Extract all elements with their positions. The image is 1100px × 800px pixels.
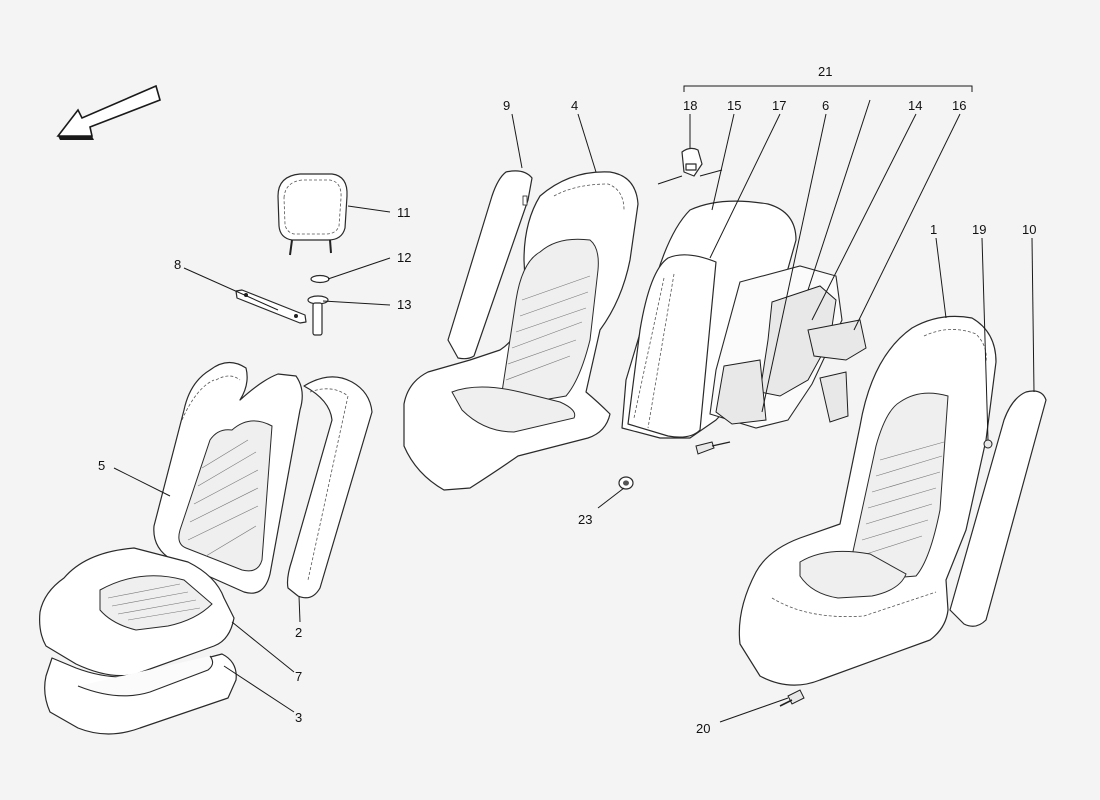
callout-9: 9 — [503, 98, 510, 113]
callout-5: 5 — [98, 458, 105, 473]
backrest-cover-left — [153, 361, 303, 594]
callout-10: 10 — [1022, 222, 1036, 237]
callout-16: 16 — [952, 98, 966, 113]
rear-seat-center — [403, 171, 639, 491]
group-bracket-21 — [683, 85, 973, 92]
callout-11: 11 — [397, 205, 411, 220]
clip-part — [681, 147, 703, 177]
callout-7: 7 — [295, 669, 302, 684]
backrest-side-panel — [286, 376, 373, 599]
callout-labels: 11 12 13 8 5 2 7 3 9 4 21 18 15 17 6 14 … — [98, 64, 1036, 736]
callout-13: 13 — [397, 297, 411, 312]
callout-21: 21 — [818, 64, 832, 79]
rear-seat-right — [738, 315, 997, 686]
callout-20: 20 — [696, 721, 710, 736]
pin-part — [983, 439, 993, 449]
callout-2: 2 — [295, 625, 302, 640]
headrest-guide — [307, 295, 329, 336]
callout-19: 19 — [972, 222, 986, 237]
callout-6: 6 — [822, 98, 829, 113]
callout-3: 3 — [295, 710, 302, 725]
callout-18: 18 — [683, 98, 697, 113]
backrest-frame-assembly — [621, 200, 867, 455]
seat-base — [44, 653, 237, 735]
seat-cushion — [39, 547, 235, 677]
orientation-arrow-icon — [56, 84, 161, 140]
side-bolster-left — [447, 170, 533, 360]
leader-lines — [113, 99, 1035, 723]
headrest — [277, 173, 348, 256]
callout-15: 15 — [727, 98, 741, 113]
callout-1: 1 — [930, 222, 937, 237]
callout-17: 17 — [772, 98, 786, 113]
screw-part — [779, 689, 805, 707]
callout-14: 14 — [908, 98, 922, 113]
ring-part — [310, 274, 330, 284]
side-bolster-right — [949, 390, 1047, 627]
nut-part — [618, 476, 634, 490]
callout-12: 12 — [397, 250, 411, 265]
callout-8: 8 — [174, 257, 181, 272]
callout-23: 23 — [578, 512, 592, 527]
callout-4: 4 — [571, 98, 578, 113]
